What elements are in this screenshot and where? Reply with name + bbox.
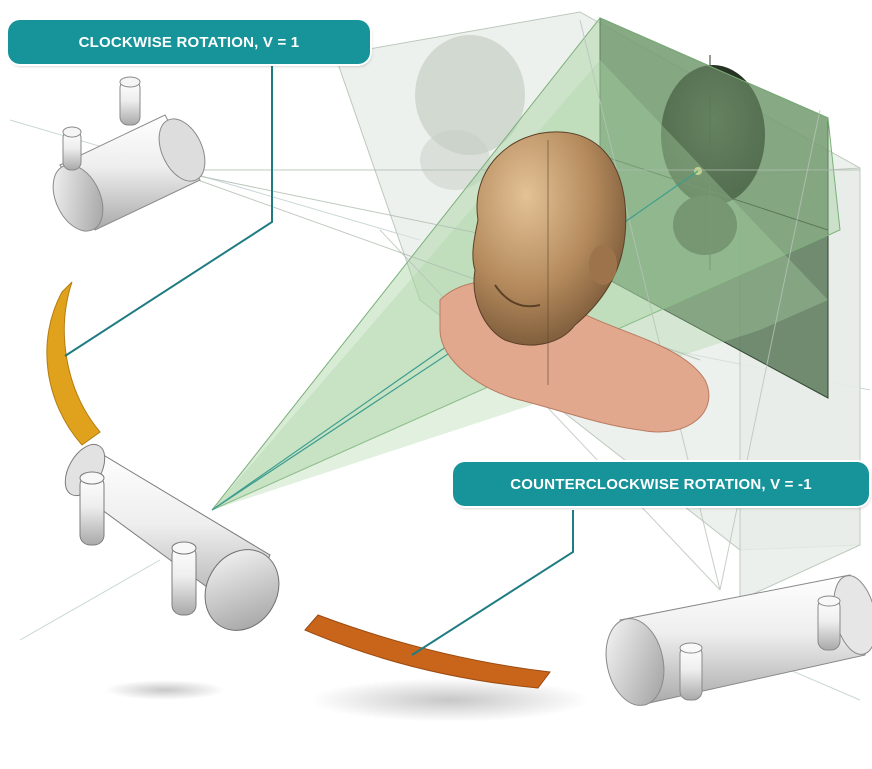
counterclockwise-rotation-arc bbox=[305, 615, 550, 688]
x-ray-source-top bbox=[43, 77, 214, 239]
clockwise-rotation-label: CLOCKWISE ROTATION, V = 1 bbox=[8, 20, 370, 64]
counterclockwise-rotation-label: COUNTERCLOCKWISE ROTATION, V = -1 bbox=[453, 462, 869, 506]
counterclockwise-arc-shadow bbox=[310, 678, 590, 722]
clockwise-rotation-arc bbox=[47, 282, 100, 445]
x-ray-source-bottom-right bbox=[598, 572, 872, 711]
